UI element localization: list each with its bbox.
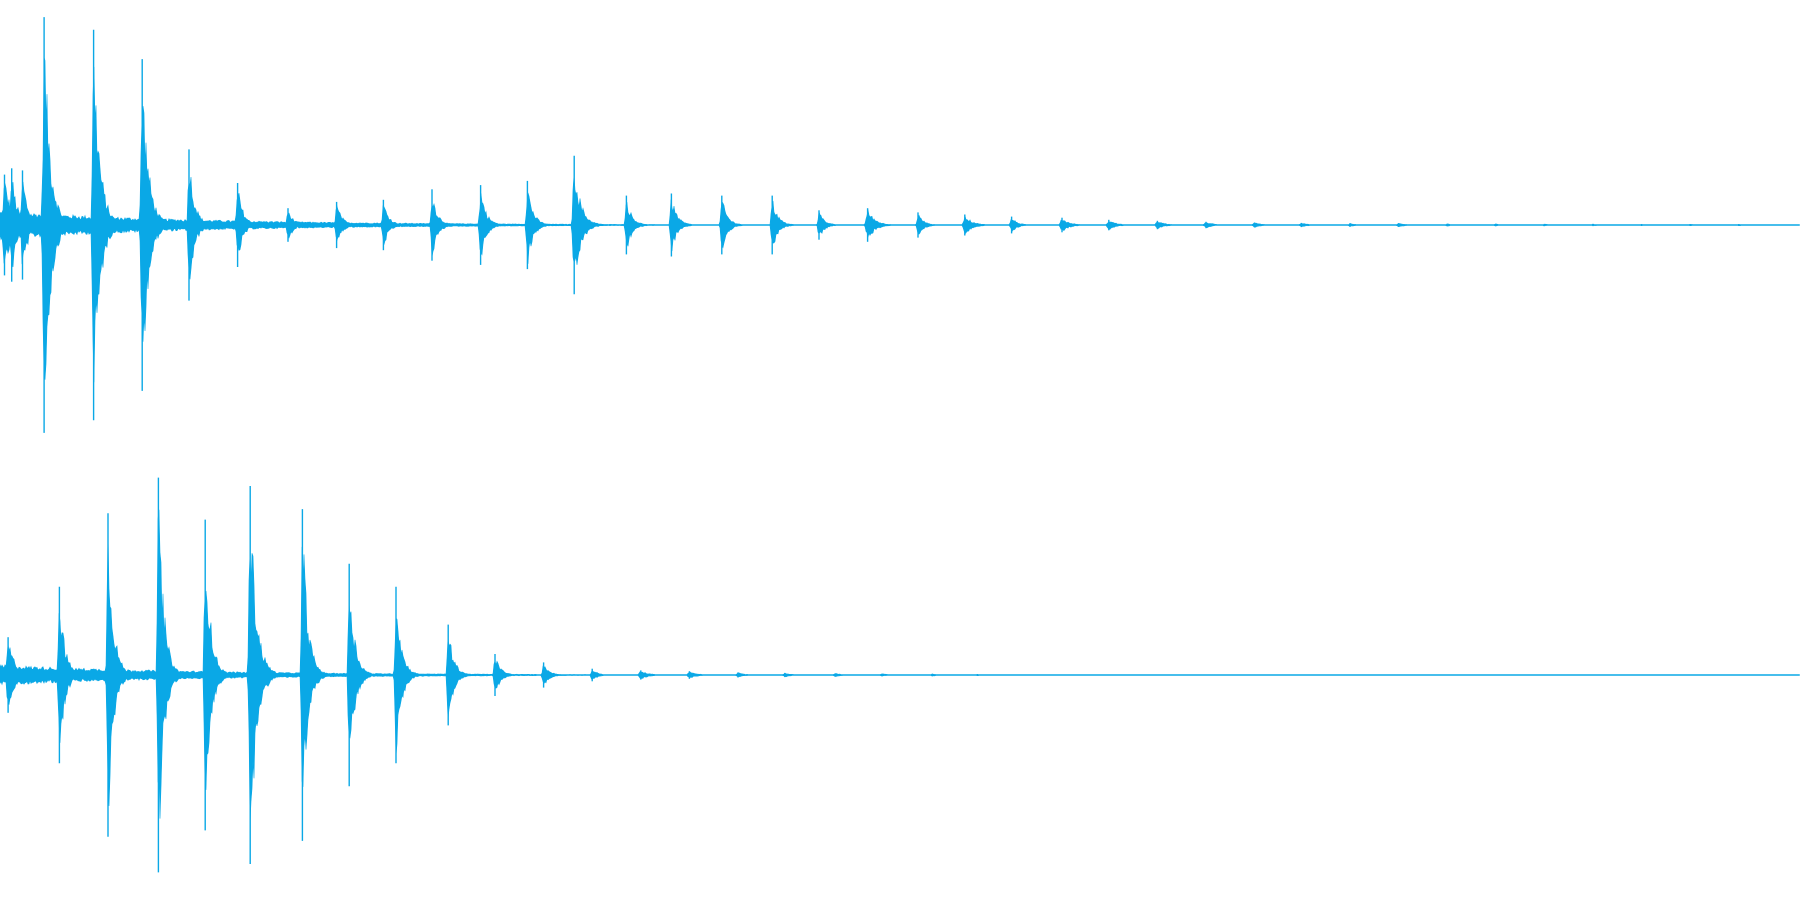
channel-1-waveform (0, 17, 1800, 433)
channel-2-amplitude-envelope (0, 509, 1800, 826)
channel-2-waveform (0, 477, 1800, 873)
channel-1-amplitude-envelope (0, 56, 1800, 383)
